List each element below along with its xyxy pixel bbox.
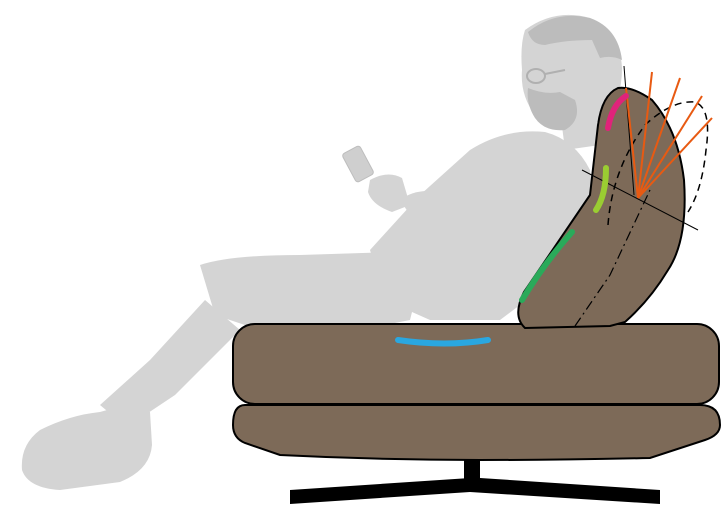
seat-support-zone bbox=[398, 340, 488, 344]
base-feet bbox=[290, 478, 660, 504]
smartphone-icon bbox=[342, 145, 375, 183]
person-lower-leg bbox=[100, 300, 240, 420]
seat-cushion bbox=[233, 324, 719, 404]
person-shoe bbox=[22, 405, 152, 490]
person-hand bbox=[368, 174, 410, 212]
base-cushion bbox=[233, 405, 720, 460]
